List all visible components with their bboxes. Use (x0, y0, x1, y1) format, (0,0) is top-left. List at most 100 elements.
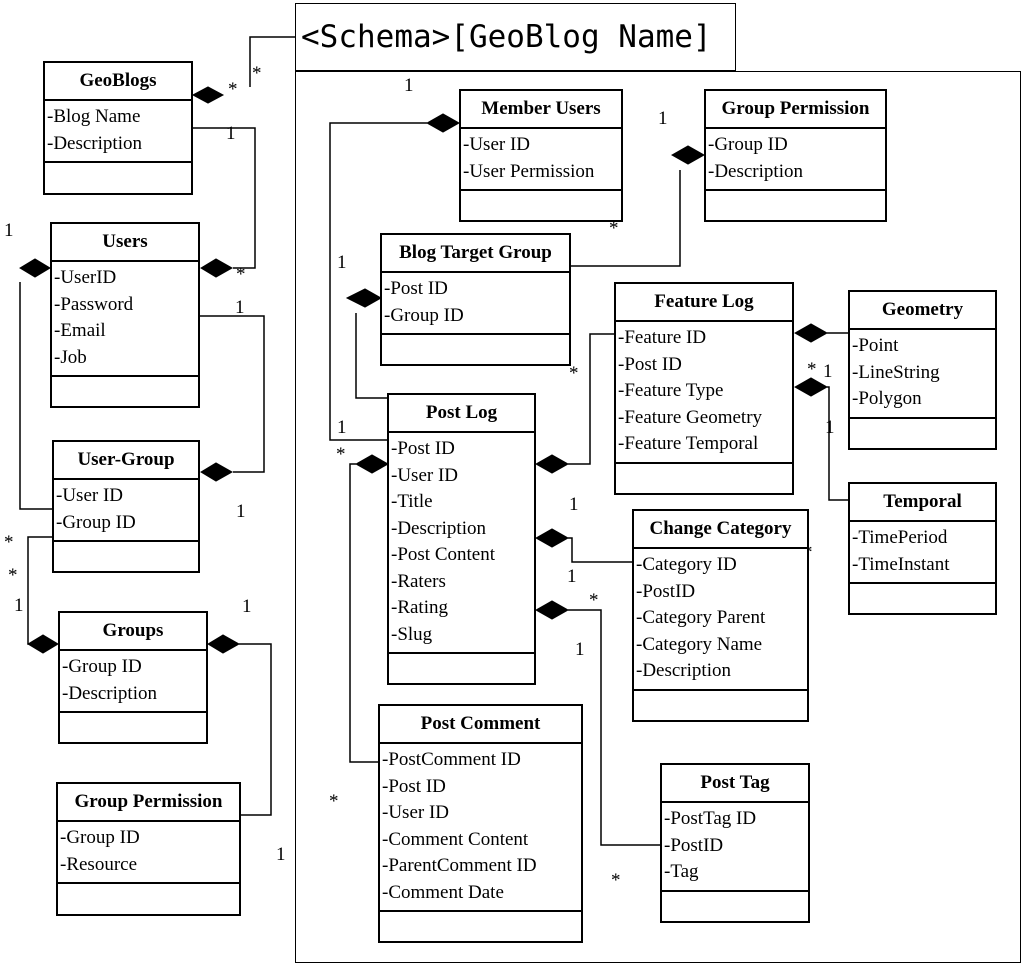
entity-title: Feature Log (616, 284, 792, 322)
attribute: -Description (62, 682, 157, 704)
attribute: -Category Parent (636, 607, 766, 628)
attribute: -Feature Type (618, 380, 724, 401)
line-postlog-featurelog (568, 333, 616, 465)
schema-package (295, 71, 1021, 963)
entity-title: Post Comment (380, 706, 581, 744)
attribute: -Description (391, 517, 486, 539)
mult-label: 1 (569, 494, 579, 515)
diamond-featurelog-geometry (793, 323, 829, 343)
attribute: -Group ID (62, 656, 142, 677)
mult-label: * (609, 218, 619, 239)
attribute-list: -Post ID -User ID -Title -Description -P… (389, 433, 534, 654)
line-postlog-category (568, 537, 633, 563)
attribute: -Job (54, 346, 87, 368)
entity-title: Groups (60, 613, 206, 651)
entity-title: Group Permission (706, 91, 885, 129)
attribute-list: -Blog Name -Description (45, 101, 191, 163)
line-users-usergroup (200, 315, 265, 473)
attribute-list: -Category ID -PostID -Category Parent -C… (634, 549, 807, 691)
attribute: -Point (852, 335, 899, 356)
attribute: -Feature Temporal (618, 433, 759, 454)
entity-group-permission-schema: Group Permission -Group ID -Description (704, 89, 887, 222)
entity-title: GeoBlogs (45, 63, 191, 101)
attribute: -Feature ID (618, 327, 707, 348)
attribute-list: -TimePeriod -TimeInstant (850, 522, 995, 584)
attribute: -ParentComment ID (382, 855, 537, 876)
line-btg-postlog (355, 313, 390, 399)
entity-title: User-Group (54, 442, 198, 480)
attribute: -Polygon (852, 388, 922, 409)
schema-title: <Schema>[GeoBlog Name] (295, 3, 736, 71)
mult-label: 1 (337, 252, 347, 273)
diamond-featurelog-temporal (793, 377, 829, 397)
attribute: -Group ID (708, 134, 788, 155)
mult-label: 1 (4, 220, 14, 241)
attribute: -Description (636, 660, 731, 681)
diamond-grouppermission (670, 145, 706, 165)
attribute: -Post Content (391, 544, 495, 565)
attribute: -Title (391, 491, 433, 512)
mult-label: * (4, 532, 14, 553)
entity-user-group: User-Group -User ID -Group ID (52, 440, 200, 573)
attribute-list: -User ID -Group ID (54, 480, 198, 542)
attribute: -Slug (391, 623, 433, 645)
entity-title: Users (52, 224, 198, 262)
diamond-users-geoblogs (200, 258, 234, 278)
mult-label: * (807, 359, 817, 380)
entity-geoblogs: GeoBlogs -Blog Name -Description (43, 61, 193, 195)
attribute: -User ID (382, 802, 450, 823)
attribute: -User ID (56, 485, 124, 506)
attribute: -User Permission (463, 160, 595, 182)
attribute: -Post ID (384, 278, 448, 299)
attribute-list: -Group ID -Description (706, 129, 885, 191)
attribute-list: -Group ID -Description (60, 651, 206, 713)
mult-label: * (611, 870, 621, 891)
entity-title: Member Users (461, 91, 621, 129)
attribute: -Tag (664, 861, 699, 882)
diamond-groups-right (207, 634, 241, 654)
attribute: -Rating (391, 597, 448, 618)
attribute: -TimePeriod (852, 527, 948, 548)
diamond-geoblogs (191, 86, 225, 104)
entity-title: Change Category (634, 511, 807, 549)
attribute-list: -PostTag ID -PostID -Tag (662, 803, 808, 892)
attribute-list: -User ID -User Permission (461, 129, 621, 191)
line-memberusers-postlog (329, 122, 427, 441)
entity-title: Group Permission (58, 784, 239, 822)
attribute: -Password (54, 293, 134, 315)
entity-title: Temporal (850, 484, 995, 522)
mult-label: 1 (242, 596, 252, 617)
attribute: -PostID (664, 834, 724, 856)
attribute: -UserID (54, 267, 117, 288)
entity-geometry: Geometry -Point -LineString -Polygon (848, 290, 997, 450)
mult-label: * (252, 63, 262, 84)
entity-users: Users -UserID -Password -Email -Job (50, 222, 200, 408)
entity-post-tag: Post Tag -PostTag ID -PostID -Tag (660, 763, 810, 923)
entity-change-category: Change Category -Category ID -PostID -Ca… (632, 509, 809, 722)
attribute-list: -PostComment ID -Post ID -User ID -Comme… (380, 744, 581, 912)
attribute: -Blog Name (47, 106, 141, 127)
attribute: -Group ID (384, 304, 464, 326)
attribute-list: -Group ID -Resource (58, 822, 239, 884)
line-featurelog-temporal (827, 386, 849, 501)
attribute-list: -Feature ID -Post ID -Feature Type -Feat… (616, 322, 792, 464)
attribute: -Comment Date (382, 881, 504, 903)
entity-title: Geometry (850, 292, 995, 330)
attribute: -Post ID (618, 353, 682, 375)
mult-label: 1 (226, 123, 236, 144)
attribute: -Description (47, 132, 142, 154)
attribute: -Post ID (382, 775, 446, 797)
attribute: -PostTag ID (664, 808, 757, 829)
attribute: -User ID (463, 134, 531, 155)
attribute: -LineString (852, 361, 940, 383)
attribute: -Raters (391, 570, 446, 592)
diamond-btg (345, 288, 383, 308)
mult-label: 1 (337, 417, 347, 438)
diamond-postlog-featurelog (534, 454, 570, 474)
mult-label: 1 (823, 361, 833, 382)
line-geoblogs-schema (249, 36, 295, 87)
attribute: -PostID (636, 580, 696, 602)
attribute: -PostComment ID (382, 749, 521, 770)
mult-label: 1 (14, 595, 24, 616)
